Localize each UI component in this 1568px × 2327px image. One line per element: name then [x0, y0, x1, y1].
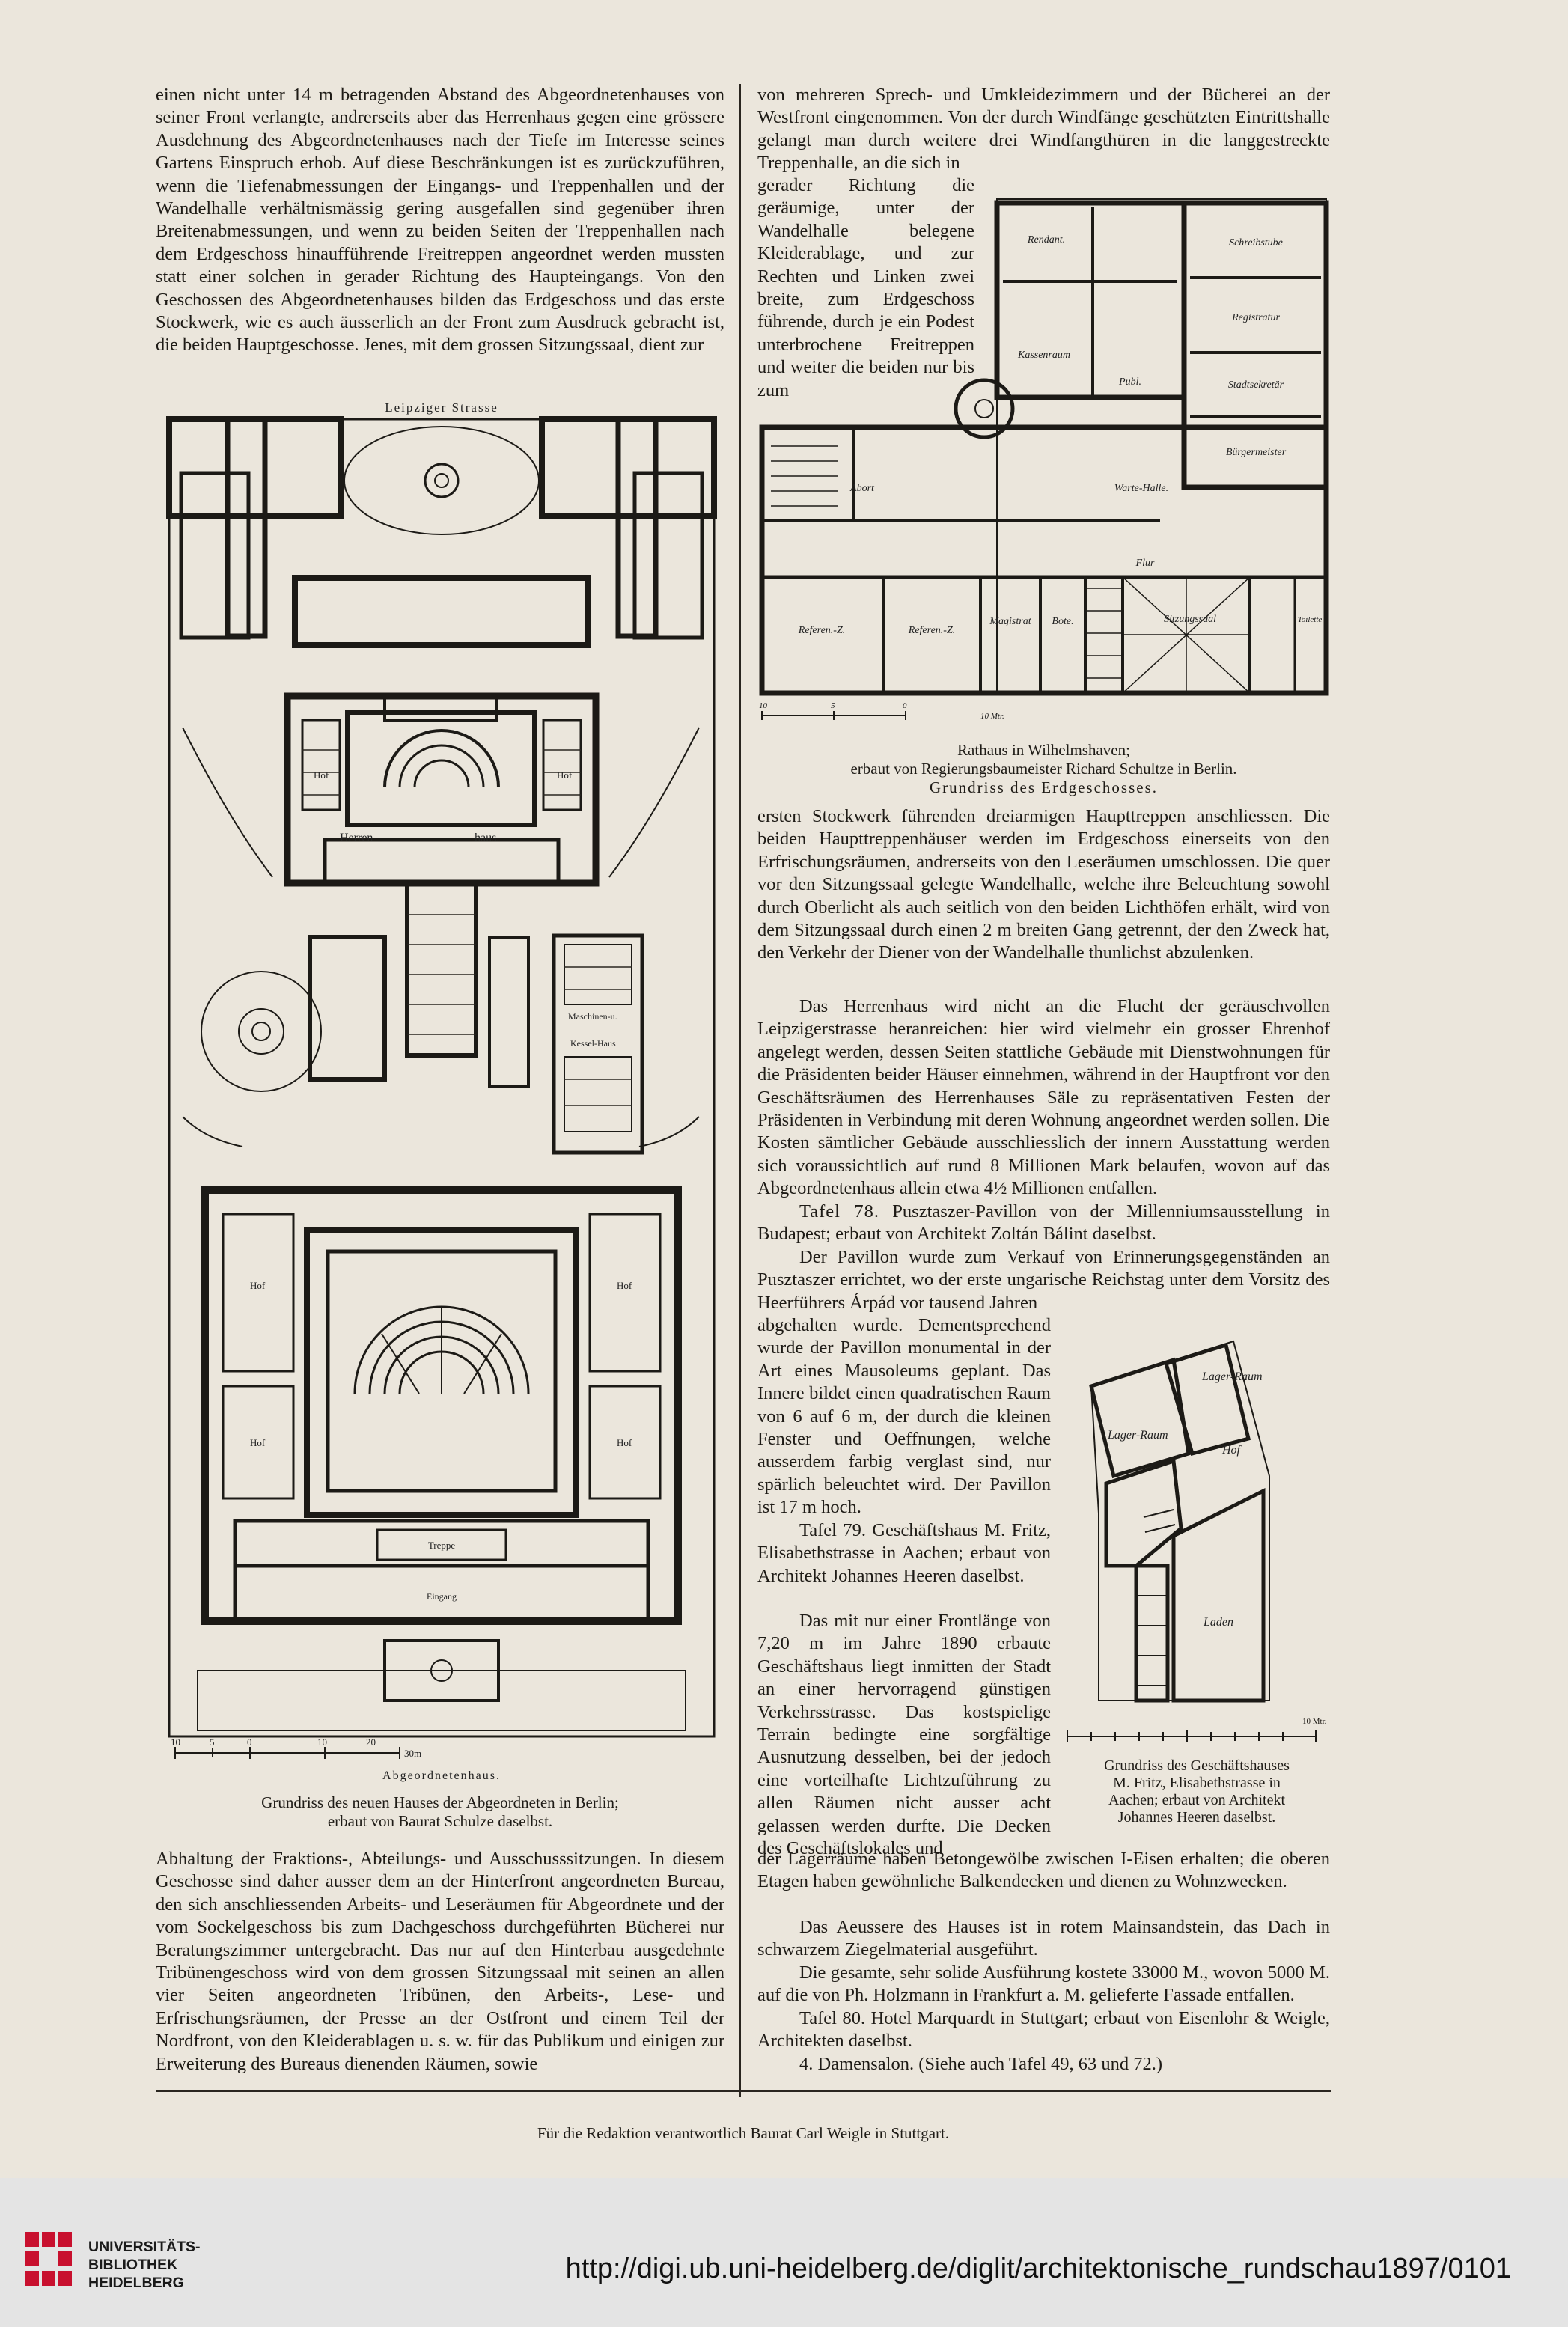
right-paragraph-2: Das Herrenhaus wird nicht an die Flucht … [757, 996, 1330, 1199]
aachen-caption-line2: M. Fritz, Elisabethstrasse in [1113, 1775, 1281, 1791]
right-paragraph-top-a: von mehreren Sprech- und Umkleidezimmern… [757, 85, 1330, 174]
hof-label-3: Hof [250, 1280, 266, 1291]
herren-label: Herren [340, 832, 373, 844]
hof-label-4: Hof [617, 1280, 632, 1291]
wh-caption-line1: Rathaus in Wilhelmshaven; [957, 741, 1130, 759]
right-bottom-paragraph-2: Das Aeussere des Hauses ist in rotem Mai… [757, 1917, 1330, 1960]
kessel-label: Kessel-Haus [570, 1038, 616, 1049]
hof-label-6: Hof [617, 1437, 632, 1448]
book-page: einen nicht unter 14 m betragenden Absta… [156, 84, 1332, 2142]
wh-scale-0: 0 [903, 701, 907, 710]
berlin-caption: Grundriss des neuen Hauses der Abgeordne… [156, 1793, 724, 1831]
wh-caption-line2: erbaut von Regierungsbaumeister Richard … [850, 760, 1237, 778]
aachen-scale-label: 10 Mtr. [1302, 1717, 1327, 1726]
library-name-line2: BIBLIOTHEK [88, 2257, 178, 2273]
room-buergermeister: Bürgermeister [1226, 447, 1287, 458]
right-paragraph-3b: abgehalten wurde. Dementsprechend wurde … [757, 1315, 1051, 1518]
scale-20: 20 [366, 1736, 376, 1748]
wilhelmshaven-caption: Rathaus in Wilhelmshaven; erbaut von Reg… [757, 741, 1330, 797]
tafel-78-paragraph: Tafel 78. Pusztaszer-Pavillon von der Mi… [757, 1201, 1330, 1246]
room-abort: Abort [849, 483, 875, 494]
tafel-80-head: Tafel 80. [799, 2008, 866, 2028]
haus-label: haus. [475, 832, 499, 844]
aachen-caption-line3: Aachen; erbaut von Architekt [1108, 1792, 1286, 1808]
tafel-79-paragraph: Tafel 79. Geschäftshaus M. Fritz, Elisab… [757, 1519, 1051, 1588]
scale-5: 5 [210, 1736, 215, 1748]
scale-10a: 10 [171, 1736, 180, 1748]
library-logo-icon [25, 2232, 72, 2286]
library-name-line3: HEIDELBERG [88, 2275, 184, 2291]
library-name: UNIVERSITÄTS- BIBLIOTHEK HEIDELBERG [88, 2238, 201, 2292]
berlin-caption-line2: erbaut von Baurat Schulze daselbst. [327, 1812, 553, 1830]
aachen-room-lager-2: Lager-Raum [1107, 1429, 1168, 1442]
right-bottom-paragraph-3: Die gesamte, sehr solide Ausführung kost… [757, 1962, 1330, 2006]
scale-30m: 30m [404, 1748, 421, 1759]
right-paragraph-top-b: gerader Richtung die geräumige, unter de… [757, 175, 974, 400]
aachen-room-laden: Laden [1203, 1616, 1233, 1629]
room-kassenraum: Kassenraum [1017, 350, 1070, 361]
scale-10b: 10 [317, 1736, 327, 1748]
room-registratur: Registratur [1231, 312, 1280, 323]
footer-text: Für die Redaktion verantwortlich Baurat … [537, 2124, 950, 2142]
scale-0: 0 [247, 1736, 252, 1748]
tafel-78-head: Tafel 78. [799, 1201, 879, 1222]
tafel-79-text: Geschäftshaus M. Fritz, Elisabethstrasse… [757, 1520, 1051, 1586]
right-paragraph-4: Das mit nur einer Frontlänge von 7,20 m … [757, 1611, 1051, 1859]
room-wartehalle: Warte-Halle. [1114, 483, 1168, 494]
column-divider [739, 84, 741, 2097]
aachen-caption-line1: Grundriss des Geschäftshauses [1104, 1757, 1290, 1774]
room-bote: Bote. [1052, 616, 1073, 627]
room-rendant: Rendant. [1027, 234, 1065, 245]
hof-label-5: Hof [250, 1437, 266, 1448]
aachen-caption: Grundriss des Geschäftshauses M. Fritz, … [1061, 1757, 1332, 1826]
berlin-floor-plan: Leipziger Strasse [166, 400, 717, 1782]
library-name-line1: UNIVERSITÄTS- [88, 2239, 201, 2255]
aachen-room-hof: Hof [1221, 1444, 1242, 1457]
eingang-label: Eingang [427, 1591, 457, 1602]
room-referen-2: Referen.-Z. [908, 625, 955, 636]
left-paragraph-top: einen nicht unter 14 m betragenden Absta… [156, 85, 724, 356]
aachen-room-lager-1: Lager-Raum [1201, 1370, 1263, 1383]
room-referen-1: Referen.-Z. [798, 625, 845, 636]
aachen-floor-plan: Lager-Raum Lager-Raum Hof Laden [1067, 1340, 1317, 1742]
treppe-label: Treppe [428, 1540, 456, 1551]
wh-scale-10a: 10 [759, 701, 768, 710]
right-bottom-paragraph-4: 4. Damensalon. (Siehe auch Tafel 49, 63 … [799, 2054, 1162, 2074]
wilhelmshaven-floor-plan: Rendant. Schreibstube Kassenraum Registr… [759, 198, 1329, 721]
room-schreibstube: Schreibstube [1229, 237, 1283, 248]
footer-rule [156, 2090, 1331, 2092]
room-flur: Flur [1135, 558, 1155, 569]
aachen-caption-line4: Johannes Heeren daselbst. [1117, 1809, 1276, 1826]
abgeordnetenhaus-label: Abgeordnetenhaus. [382, 1769, 501, 1782]
room-sitzungssaal: Sitzungssaal [1164, 614, 1216, 625]
tafel-80-paragraph: Tafel 80. Hotel Marquardt in Stuttgart; … [757, 2007, 1330, 2053]
maschinen-label: Maschinen-u. [568, 1011, 617, 1022]
right-bottom-paragraph-1: der Lagerräume haben Betongewölbe zwisch… [757, 1849, 1330, 1892]
berlin-caption-line1: Grundriss des neuen Hauses der Abgeordne… [261, 1793, 619, 1811]
tafel-79-head: Tafel 79. [799, 1520, 866, 1540]
tafel-78-text: Pusztaszer-Pavillon von der Millenniumsa… [757, 1201, 1330, 1245]
right-paragraph-1: ersten Stockwerk führenden dreiarmigen H… [757, 806, 1330, 963]
hof-label-2: Hof [557, 769, 573, 781]
room-stadtsekretaer: Stadtsekretär [1228, 379, 1284, 391]
room-toilette: Toilette [1298, 615, 1323, 624]
room-publ: Publ. [1118, 376, 1141, 388]
street-label: Leipziger Strasse [385, 400, 498, 415]
room-magistrat: Magistrat [989, 616, 1031, 627]
wh-caption-line3: Grundriss des Erdgeschosses. [929, 778, 1159, 796]
left-paragraph-bottom: Abhaltung der Fraktions-, Abteilungs- un… [156, 1849, 724, 2074]
wh-scale-5: 5 [831, 701, 835, 710]
tafel-80-text: Hotel Marquardt in Stuttgart; erbaut von… [757, 2008, 1330, 2052]
library-url-link[interactable]: http://digi.ub.uni-heidelberg.de/diglit/… [565, 2253, 1511, 2284]
hof-label-1: Hof [314, 769, 329, 781]
wh-scale-10b: 10 Mtr. [980, 712, 1004, 721]
library-footer-bar [0, 2178, 1568, 2327]
right-paragraph-3a: Der Pavillon wurde zum Verkauf von Erinn… [757, 1247, 1330, 1313]
